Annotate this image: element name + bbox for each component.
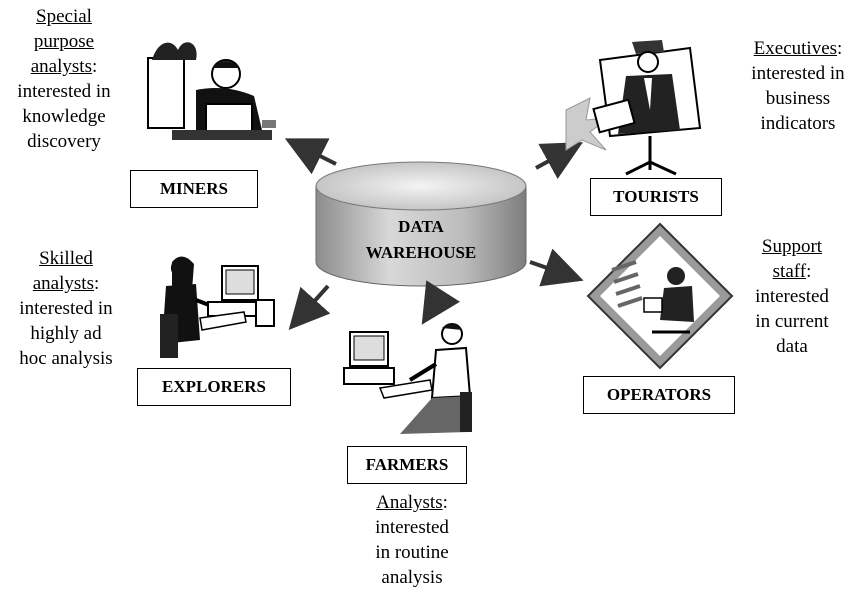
miners-desc-head1: Special — [36, 6, 92, 27]
analysts-desc-line3: analysis — [381, 567, 443, 588]
skilled-analysts-description: Skilled analysts: interested in highly a… — [4, 246, 128, 371]
farmers-label: FARMERS — [365, 455, 449, 474]
skilled-desc-line1: interested in — [19, 298, 113, 319]
miners-box: MINERS — [130, 170, 258, 208]
miners-desc-head3: analysts — [30, 56, 92, 77]
support-desc-line1: interested — [755, 286, 829, 307]
support-desc-head1: Support — [761, 236, 823, 257]
farmer-illustration — [343, 323, 472, 434]
data-warehouse-label: DATA WAREHOUSE — [316, 214, 526, 266]
operator-illustration — [586, 222, 734, 370]
miners-desc-head2: purpose — [33, 31, 95, 52]
explorer-illustration — [160, 256, 275, 358]
analysts-desc-colon: : — [442, 492, 448, 513]
data-warehouse-line2: WAREHOUSE — [365, 243, 477, 262]
arrow-icon — [288, 284, 331, 330]
arrows — [284, 138, 584, 330]
executives-description: Executives: interested in business indic… — [738, 36, 858, 136]
tourists-box: TOURISTS — [590, 178, 722, 216]
data-warehouse-line1: DATA — [398, 217, 444, 236]
explorers-label: EXPLORERS — [162, 377, 266, 396]
analysts-desc-line1: interested — [375, 517, 449, 538]
skilled-desc-line2: highly ad — [30, 323, 102, 344]
miners-desc-line4: interested in — [17, 81, 111, 102]
support-staff-description: Support staff: interested in current dat… — [742, 234, 842, 359]
skilled-desc-line3: hoc analysis — [19, 348, 113, 369]
miners-label: MINERS — [159, 179, 228, 198]
analysts-desc-line2: in routine — [375, 542, 449, 563]
explorers-box: EXPLORERS — [137, 368, 291, 406]
executive-illustration — [565, 40, 702, 176]
tourists-label: TOURISTS — [613, 187, 699, 206]
support-desc-line2: in current — [755, 311, 829, 332]
executives-desc-line2: business — [765, 88, 831, 109]
support-desc-head2: staff — [772, 261, 807, 282]
data-warehouse-cylinder — [315, 161, 527, 287]
skilled-desc-head1: Skilled — [39, 248, 93, 269]
arrow-icon — [529, 248, 584, 287]
miners-desc-line6: discovery — [27, 131, 101, 152]
skilled-desc-head2: analysts — [32, 273, 94, 294]
operators-box: OPERATORS — [583, 376, 735, 414]
arrow-icon — [421, 280, 461, 325]
executives-desc-line1: interested in — [751, 63, 845, 84]
executives-desc-line3: indicators — [760, 113, 836, 134]
farmers-box: FARMERS — [347, 446, 467, 484]
executives-desc-colon: : — [837, 38, 843, 59]
support-desc-line3: data — [776, 336, 808, 357]
arrow-icon — [284, 138, 337, 175]
miners-desc-colon: : — [91, 56, 98, 77]
analysts-desc-head: Analysts — [376, 492, 443, 513]
skilled-desc-colon: : — [93, 273, 100, 294]
operators-label: OPERATORS — [606, 385, 712, 404]
miner-illustration — [147, 42, 276, 140]
analysts-description: Analysts: interested in routine analysis — [362, 490, 462, 590]
miners-desc-line5: knowledge — [22, 106, 106, 127]
arrow-icon — [535, 142, 584, 179]
support-desc-colon: : — [806, 261, 812, 282]
executives-desc-head: Executives — [753, 38, 838, 59]
miners-description: Special purpose analysts: interested in … — [4, 4, 124, 154]
